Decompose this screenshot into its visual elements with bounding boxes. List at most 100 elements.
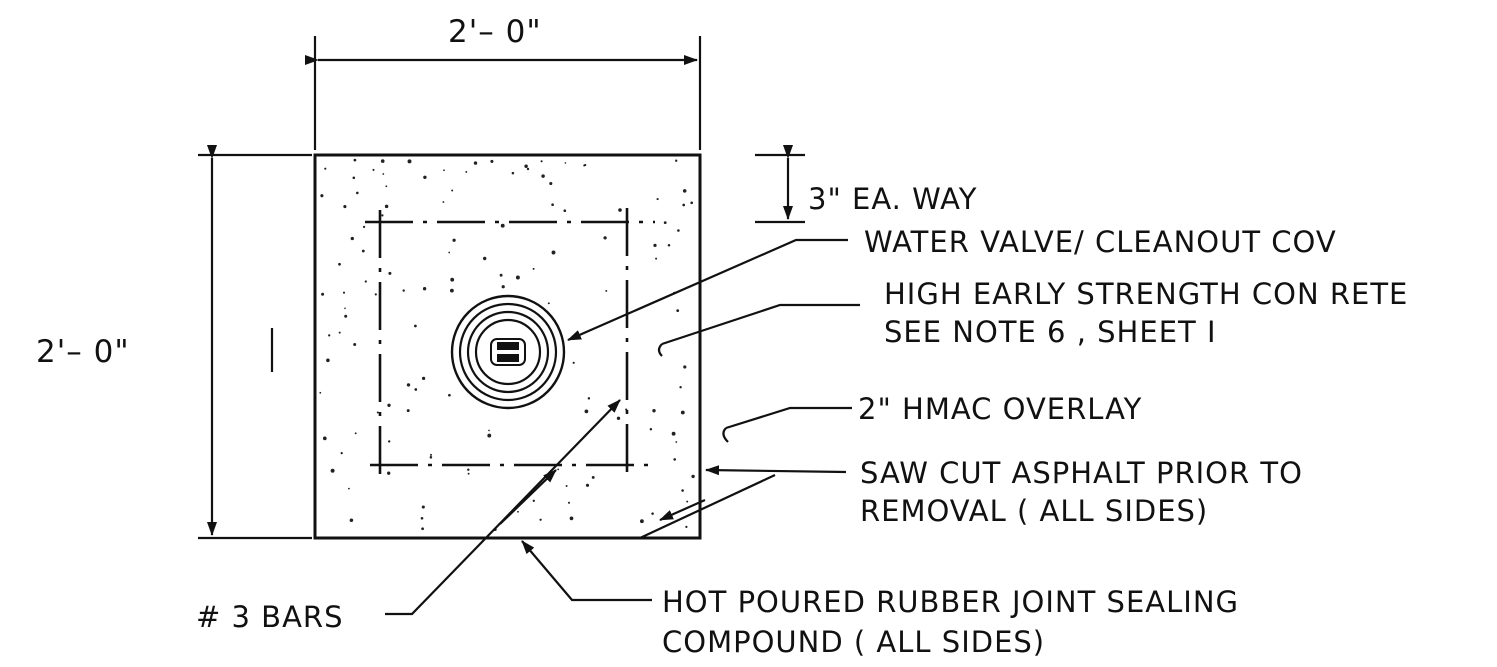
aggregate-speck bbox=[387, 471, 391, 475]
aggregate-speck bbox=[483, 256, 487, 261]
bars-label: # 3 BARS bbox=[196, 600, 343, 634]
aggregate-speck bbox=[450, 277, 455, 282]
aggregate-speck bbox=[551, 250, 556, 255]
aggregate-speck bbox=[671, 431, 676, 436]
aggregate-speck bbox=[343, 205, 347, 209]
rebar-grid bbox=[365, 208, 658, 478]
aggregate-speck bbox=[344, 307, 346, 310]
aggregate-speck bbox=[420, 516, 424, 520]
aggregate-speck bbox=[681, 489, 684, 492]
aggregate-speck bbox=[500, 223, 505, 228]
aggregate-speck bbox=[655, 257, 658, 260]
aggregate-speck bbox=[429, 456, 433, 459]
sawcut-leader: SAW CUT ASPHALT PRIOR TO REMOVAL ( ALL S… bbox=[639, 456, 1303, 539]
aggregate-speck bbox=[524, 164, 528, 168]
cover-leader: WATER VALVE/ CLEANOUT COV bbox=[567, 225, 1337, 342]
aggregate-speck bbox=[374, 293, 377, 296]
aggregate-speck bbox=[690, 201, 694, 205]
aggregate-speck bbox=[348, 487, 350, 490]
aggregate-speck bbox=[563, 209, 567, 213]
aggregate-speck bbox=[547, 302, 550, 305]
aggregate-speck bbox=[691, 474, 695, 479]
aggregate-speck bbox=[352, 176, 356, 180]
aggregate-speck bbox=[616, 416, 621, 420]
aggregate-speck bbox=[354, 432, 357, 435]
aggregate-speck bbox=[567, 501, 571, 504]
aggregate-speck bbox=[676, 309, 680, 312]
aggregate-speck bbox=[421, 527, 424, 531]
aggregate-speck bbox=[667, 244, 671, 247]
aggregate-speck bbox=[430, 453, 432, 456]
concrete-label-line1: HIGH EARLY STRENGTH CON RETE bbox=[884, 277, 1408, 311]
aggregate-speck bbox=[421, 505, 425, 509]
aggregate-speck bbox=[618, 208, 622, 212]
edge-distance-dimension: 3" EA. WAY bbox=[755, 145, 977, 224]
aggregate-speck bbox=[473, 161, 478, 165]
aggregate-speck bbox=[385, 185, 388, 188]
sealing-leader: HOT POURED RUBBER JOINT SEALING COMPOUND… bbox=[521, 540, 1238, 659]
aggregate-speck bbox=[338, 262, 341, 266]
aggregate-speck bbox=[320, 194, 324, 198]
aggregate-speck bbox=[675, 159, 678, 162]
aggregate-speck bbox=[682, 203, 686, 207]
aggregate-speck bbox=[682, 189, 687, 193]
aggregate-speck bbox=[663, 221, 667, 225]
aggregate-speck bbox=[686, 500, 689, 503]
aggregate-speck bbox=[656, 198, 659, 201]
overlay-label: 2" HMAC OVERLAY bbox=[858, 392, 1142, 426]
aggregate-speck bbox=[677, 229, 680, 232]
aggregate-speck bbox=[652, 409, 656, 413]
aggregate-speck bbox=[442, 201, 445, 203]
aggregate-speck bbox=[448, 251, 451, 254]
aggregate-speck bbox=[387, 440, 391, 443]
aggregate-speck bbox=[540, 160, 543, 163]
aggregate-speck bbox=[584, 409, 589, 414]
aggregate-speck bbox=[651, 512, 654, 515]
aggregate-speck bbox=[490, 159, 494, 163]
aggregate-speck bbox=[467, 472, 470, 475]
aggregate-speck bbox=[515, 275, 520, 280]
aggregate-speck bbox=[381, 214, 384, 217]
aggregate-speck bbox=[353, 158, 357, 162]
aggregate-speck bbox=[539, 518, 542, 521]
aggregate-speck bbox=[587, 397, 591, 400]
aggregate-speck bbox=[402, 289, 405, 292]
aggregate-speck bbox=[583, 164, 586, 167]
aggregate-speck bbox=[526, 167, 530, 171]
aggregate-speck bbox=[499, 273, 503, 277]
aggregate-texture bbox=[319, 158, 695, 531]
aggregate-speck bbox=[342, 291, 346, 294]
aggregate-speck bbox=[465, 170, 468, 173]
aggregate-speck bbox=[511, 171, 515, 175]
aggregate-speck bbox=[451, 189, 454, 192]
aggregate-speck bbox=[443, 169, 445, 172]
valve-cover-icon bbox=[450, 294, 566, 410]
aggregate-speck bbox=[541, 174, 545, 178]
aggregate-speck bbox=[603, 236, 607, 240]
aggregate-speck bbox=[353, 343, 357, 346]
aggregate-speck bbox=[549, 181, 553, 186]
aggregate-speck bbox=[319, 391, 322, 394]
aggregate-speck bbox=[349, 518, 354, 523]
aggregate-speck bbox=[605, 289, 608, 292]
concrete-label-line2: SEE NOTE 6 , SHEET I bbox=[884, 315, 1217, 349]
aggregate-speck bbox=[387, 403, 391, 407]
sealing-label-line2: COMPOUND ( ALL SIDES) bbox=[662, 625, 1045, 659]
width-dimension: 2'– 0" bbox=[305, 14, 702, 150]
aggregate-speck bbox=[673, 458, 676, 461]
aggregate-speck bbox=[683, 365, 687, 369]
cover-label: WATER VALVE/ CLEANOUT COV bbox=[864, 225, 1337, 259]
aggregate-speck bbox=[449, 288, 454, 293]
aggregate-speck bbox=[376, 411, 379, 414]
height-dimension-label: 2'– 0" bbox=[36, 334, 130, 370]
aggregate-speck bbox=[585, 483, 590, 487]
sawcut-label-line1: SAW CUT ASPHALT PRIOR TO bbox=[860, 456, 1303, 490]
aggregate-speck bbox=[406, 383, 411, 387]
aggregate-speck bbox=[422, 287, 427, 291]
aggregate-speck bbox=[340, 451, 343, 455]
aggregate-speck bbox=[488, 429, 490, 432]
aggregate-speck bbox=[649, 427, 653, 431]
aggregate-speck bbox=[517, 510, 519, 513]
aggregate-speck bbox=[591, 475, 595, 479]
